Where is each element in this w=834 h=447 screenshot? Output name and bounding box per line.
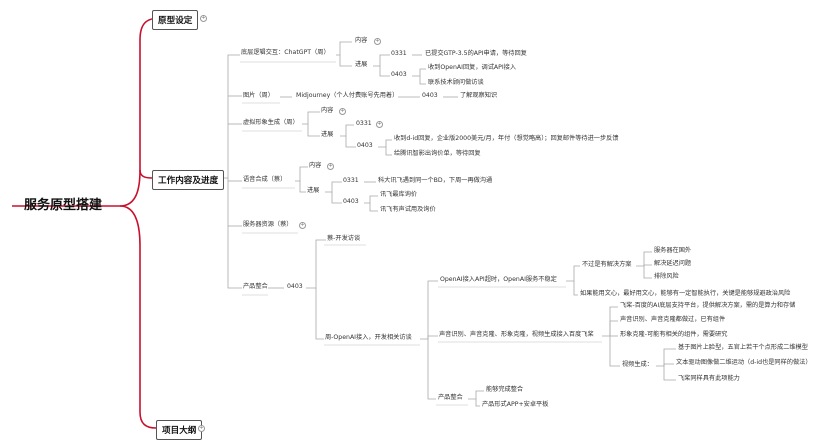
expand-toggle-icon[interactable]: + <box>198 425 205 432</box>
node-midjourney[interactable]: Midjourney（个人付费账号先用着） <box>296 92 399 99</box>
expand-toggle-icon[interactable]: + <box>327 163 334 170</box>
node-date[interactable]: 0331 <box>356 120 372 127</box>
branch-outline[interactable]: 项目大纲 <box>156 420 203 440</box>
node-note[interactable]: 联系技术顾问做访谈 <box>428 79 484 86</box>
node-chatgpt[interactable]: 底层逻辑交互：ChatGPT（周） <box>241 49 330 56</box>
node-openai-interview[interactable]: 周-OpenAI接入，开发相关访谈 <box>325 334 412 341</box>
root-topic[interactable]: 服务原型搭建 <box>24 198 103 213</box>
node-date[interactable]: 0403 <box>287 283 303 290</box>
node-note[interactable]: 收到d-id回复，企业版2000美元/月，年付（想觉略高）；回复邮件等待进一步反… <box>394 135 619 142</box>
expand-toggle-icon[interactable]: + <box>339 108 346 115</box>
node-note[interactable]: 已提交GTP-3.5的API申请，等待回复 <box>425 50 527 57</box>
node-avatar[interactable]: 虚拟形象生成（周） <box>243 119 299 126</box>
node-note[interactable]: 排除风险 <box>654 273 679 280</box>
expand-toggle-icon[interactable]: + <box>299 222 306 229</box>
node-note[interactable]: 产品形式APP+安卓平板 <box>482 401 549 408</box>
node-date[interactable]: 0403 <box>343 198 359 205</box>
node-video-gen[interactable]: 视频生成： <box>622 361 653 368</box>
node-note[interactable]: 科大讯飞遇到同一个BD，下周一再做沟通 <box>378 177 493 184</box>
sub-connectors <box>222 41 676 407</box>
node-product[interactable]: 产品整合 <box>243 283 268 290</box>
node-content[interactable]: 内容 <box>355 37 368 44</box>
node-integration[interactable]: 产品整合 <box>438 394 463 401</box>
node-note[interactable]: 飞桨-百度的AI底层支持平台，提供解决方案，需的是算力和存储 <box>620 302 796 309</box>
node-note[interactable]: 声音识别、声音克隆都做过，已有组件 <box>620 316 726 323</box>
node-openai-issue[interactable]: OpenAI接入API超时，OpenAI服务不稳定 <box>440 276 557 283</box>
node-image[interactable]: 图片（周） <box>243 92 274 99</box>
branch-prototype[interactable]: 原型设定 <box>152 10 199 30</box>
main-connectors <box>12 17 161 429</box>
node-progress[interactable]: 进展 <box>355 61 368 68</box>
node-note[interactable]: 给腾讯智影出询价单，等待回复 <box>394 150 481 157</box>
node-dev-interview[interactable]: 蔡-开发访谈 <box>327 235 361 242</box>
node-note[interactable]: 能够完成整合 <box>486 386 524 393</box>
expand-toggle-icon[interactable]: + <box>376 121 383 128</box>
node-date[interactable]: 0403 <box>391 71 407 78</box>
node-progress[interactable]: 进展 <box>307 187 320 194</box>
node-note[interactable]: 基于图片上脸型，五官上若干个点形成二维模型 <box>678 344 808 351</box>
node-note[interactable]: 服务器在国外 <box>654 247 692 254</box>
node-date[interactable]: 0331 <box>391 50 407 57</box>
expand-toggle-icon[interactable]: + <box>200 15 207 22</box>
node-note[interactable]: 了解观察知识 <box>460 92 498 99</box>
expand-toggle-icon[interactable]: + <box>374 38 381 45</box>
node-note[interactable]: 解决延迟问题 <box>654 260 692 267</box>
node-date[interactable]: 0403 <box>422 92 438 99</box>
node-voice[interactable]: 语音合成（蔡） <box>243 176 287 183</box>
branch-work[interactable]: 工作内容及进度 <box>152 170 225 190</box>
node-server[interactable]: 服务器资源（蔡） <box>243 221 293 228</box>
node-note[interactable]: 文本驱动图像做二维运动（d-id也是同样的做法） <box>676 359 812 366</box>
node-progress[interactable]: 进展 <box>321 131 334 138</box>
node-solution[interactable]: 不过是有解决方案 <box>582 261 632 268</box>
node-note[interactable]: 如果能用文心，最好用文心，能够有一定智能执行，关键是能够规避政治风险 <box>580 290 791 297</box>
underlines <box>240 61 602 406</box>
node-voice-clone[interactable]: 声音识别、声音克隆、形象克隆，视频生成接入百度飞桨 <box>439 331 594 338</box>
node-date[interactable]: 0403 <box>357 142 373 149</box>
node-date[interactable]: 0331 <box>343 177 359 184</box>
node-note[interactable]: 形象克隆-可能有相关的组件，需要研究 <box>620 331 728 338</box>
node-content[interactable]: 内容 <box>309 162 322 169</box>
node-note[interactable]: 讯飞最库询价 <box>380 191 418 198</box>
node-note[interactable]: 飞桨同样具有此项能力 <box>678 375 740 382</box>
node-note[interactable]: 收到OpenAI回复，调试API接入 <box>428 64 517 71</box>
node-note[interactable]: 讯飞有声试用及询价 <box>380 206 436 213</box>
node-content[interactable]: 内容 <box>321 107 334 114</box>
